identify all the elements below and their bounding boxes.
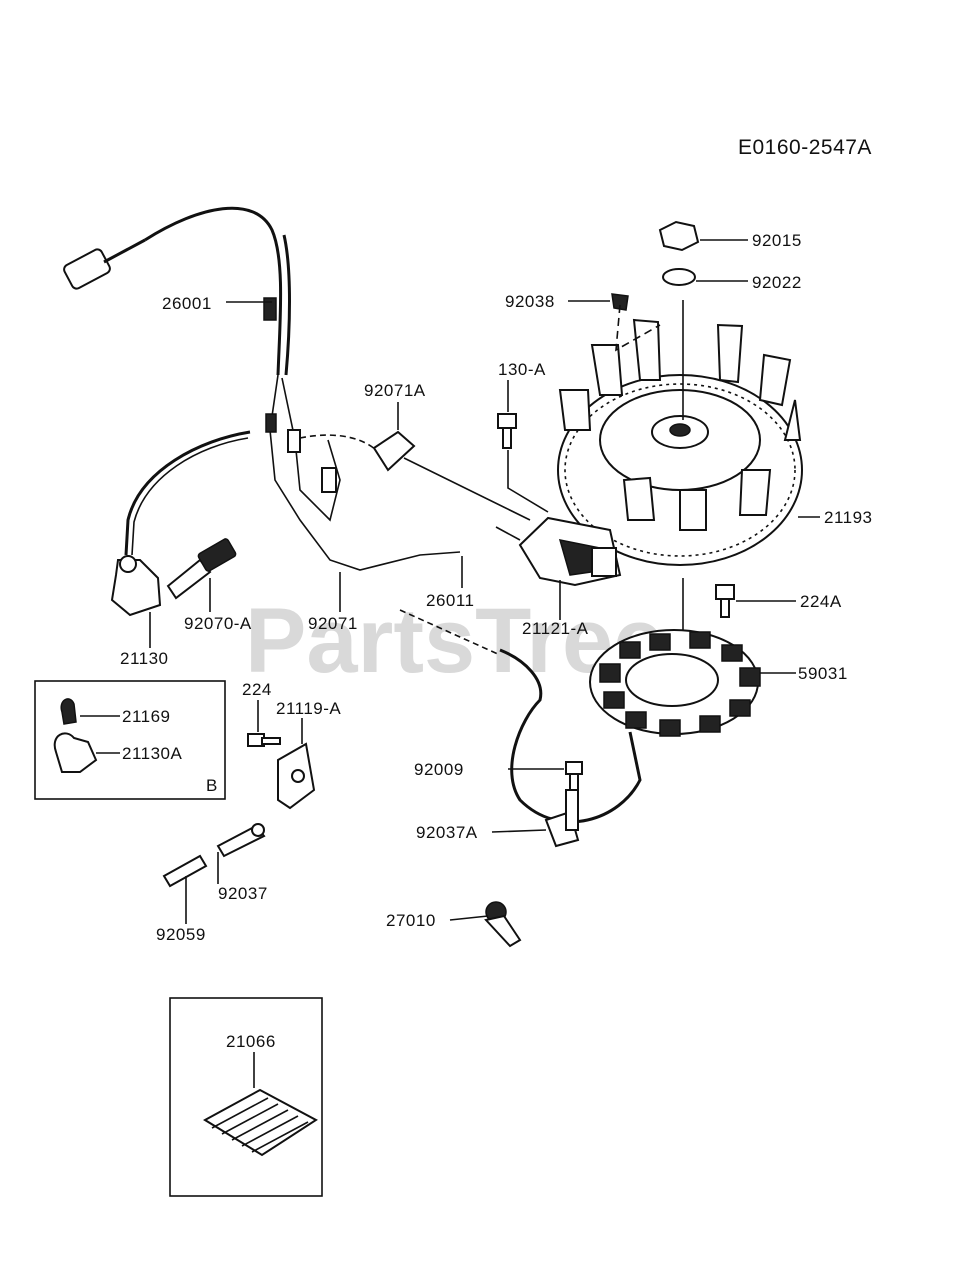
stator-lead[interactable] xyxy=(399,609,642,824)
label-21130[interactable]: 21130 xyxy=(120,649,169,668)
label-26001[interactable]: 26001 xyxy=(162,294,212,313)
label-130a[interactable]: 130-A xyxy=(498,360,546,379)
leader-lines xyxy=(80,239,820,1088)
label-21066[interactable]: 21066 xyxy=(226,1032,276,1051)
ignition-coil-21121a[interactable] xyxy=(518,516,622,587)
strap-92037[interactable] xyxy=(216,823,266,858)
wire-92071a[interactable] xyxy=(299,430,531,521)
stator-59031[interactable] xyxy=(589,629,761,737)
part-labels: 92015 92022 92038 130-A 92071A 26001 211… xyxy=(120,231,873,1051)
plug-cap-21130[interactable] xyxy=(110,555,162,617)
label-21169[interactable]: 21169 xyxy=(122,707,171,726)
bolt-224[interactable] xyxy=(247,733,281,747)
label-92070a[interactable]: 92070-A xyxy=(184,614,252,633)
washer-92022[interactable] xyxy=(662,268,696,286)
nut-92015[interactable] xyxy=(658,220,700,252)
label-92022[interactable]: 92022 xyxy=(752,273,802,292)
pin-92059[interactable] xyxy=(162,854,208,888)
key-92038[interactable] xyxy=(611,293,629,311)
plug-lead[interactable] xyxy=(124,430,251,556)
label-59031[interactable]: 59031 xyxy=(798,664,848,683)
label-92037[interactable]: 92037 xyxy=(218,884,268,903)
screw-92009[interactable] xyxy=(565,761,583,797)
label-92009[interactable]: 92009 xyxy=(414,760,464,779)
label-21130a[interactable]: 21130A xyxy=(122,744,183,763)
harness-26001[interactable] xyxy=(62,206,461,571)
label-21121a[interactable]: 21121-A xyxy=(522,619,589,638)
label-92059[interactable]: 92059 xyxy=(156,925,206,944)
label-92071[interactable]: 92071 xyxy=(308,614,358,633)
clamp-92037a[interactable] xyxy=(544,789,580,848)
label-21193[interactable]: 21193 xyxy=(824,508,873,527)
regulator-21066[interactable] xyxy=(203,1088,318,1157)
inset-regulator xyxy=(169,997,323,1197)
label-224a[interactable]: 224A xyxy=(800,592,842,611)
label-92015[interactable]: 92015 xyxy=(752,231,802,250)
label-92037a[interactable]: 92037A xyxy=(416,823,478,842)
diagram-code: E0160-2547A xyxy=(738,136,872,159)
bolt-130a[interactable] xyxy=(497,413,517,449)
inset-b xyxy=(34,680,226,800)
spark-plug-92070a[interactable] xyxy=(166,538,237,600)
sensor-27010[interactable] xyxy=(484,901,522,948)
flywheel-21193[interactable] xyxy=(557,318,803,566)
label-224[interactable]: 224 xyxy=(242,680,272,699)
bolt-224a[interactable] xyxy=(715,584,735,618)
inset-b-tag: B xyxy=(206,776,218,795)
label-26011[interactable]: 26011 xyxy=(426,591,475,610)
label-92038[interactable]: 92038 xyxy=(505,292,555,311)
label-21119a[interactable]: 21119-A xyxy=(276,699,341,718)
label-92071a[interactable]: 92071A xyxy=(364,381,426,400)
bracket-21119a[interactable] xyxy=(277,742,316,810)
label-27010[interactable]: 27010 xyxy=(386,911,436,930)
